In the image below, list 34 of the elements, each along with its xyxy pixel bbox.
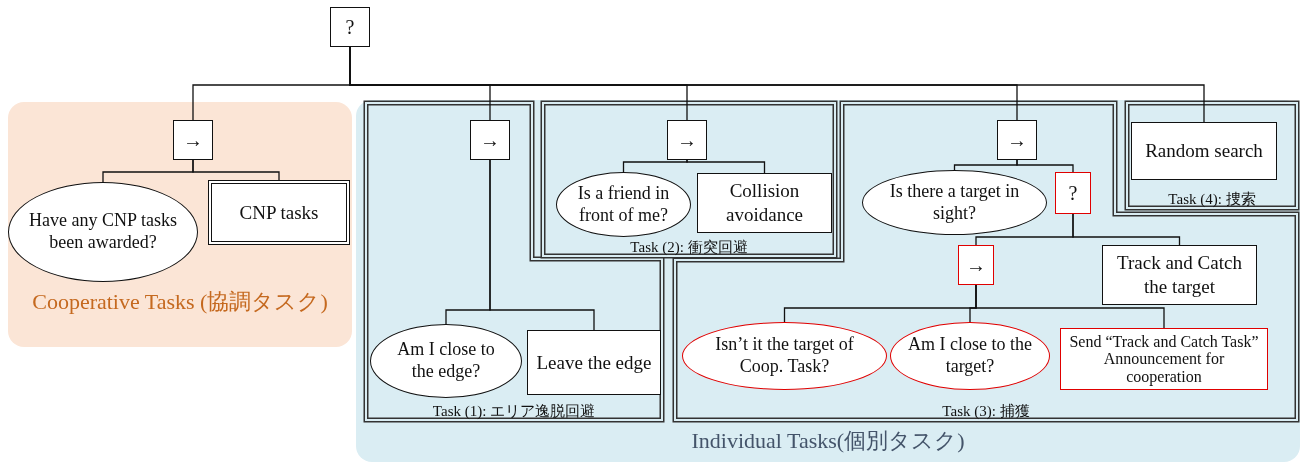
subtree-box: CNP tasks: [208, 180, 350, 245]
connector-line: [192, 159, 280, 181]
task-label: Task (3): 捕獲: [941, 402, 1031, 421]
condition-ellipse: Is there a target in sight?: [862, 170, 1047, 235]
condition-ellipse: Am I close to the edge?: [370, 324, 522, 398]
action-box: Collision avoidance: [697, 173, 832, 233]
sequence-node: →: [470, 120, 510, 160]
action-box: Leave the edge: [527, 330, 661, 395]
task-label: Task (2): 衝突回避: [629, 238, 749, 257]
sequence-node: →: [958, 245, 994, 285]
action-box: Track and Catch the target: [1102, 245, 1257, 305]
connector-line: [622, 159, 688, 173]
task-label: Task (4): 捜索: [1167, 190, 1257, 209]
sequence-node: →: [667, 120, 707, 160]
connector-line: [489, 159, 595, 331]
condition-ellipse: Is a friend in front of me?: [556, 172, 691, 237]
connector-line: [686, 159, 766, 174]
task-label: Task (1): エリア逸脱回避: [431, 402, 597, 421]
sequence-node: ?: [1055, 172, 1091, 214]
sequence-node: ?: [330, 7, 370, 47]
condition-ellipse: Isn’t it the target of Coop. Task?: [682, 322, 887, 390]
action-box: Send “Track and Catch Task” Announcement for cooperation: [1060, 328, 1268, 390]
group-title: Cooperative Tasks (協調タスク): [31, 288, 329, 316]
group-title: Individual Tasks(個別タスク): [690, 426, 966, 454]
condition-ellipse: Am I close to the target?: [890, 322, 1050, 390]
group-panel: [356, 100, 1300, 462]
condition-ellipse: Have any CNP tasks been awarded?: [8, 182, 198, 282]
sequence-node: →: [173, 120, 213, 160]
connector-line: [1072, 213, 1181, 246]
action-box: Random search: [1131, 122, 1277, 180]
group-panel: [8, 102, 352, 347]
sequence-node: →: [997, 120, 1037, 160]
connector-line: [1016, 159, 1074, 173]
connector-line: [975, 284, 1165, 329]
